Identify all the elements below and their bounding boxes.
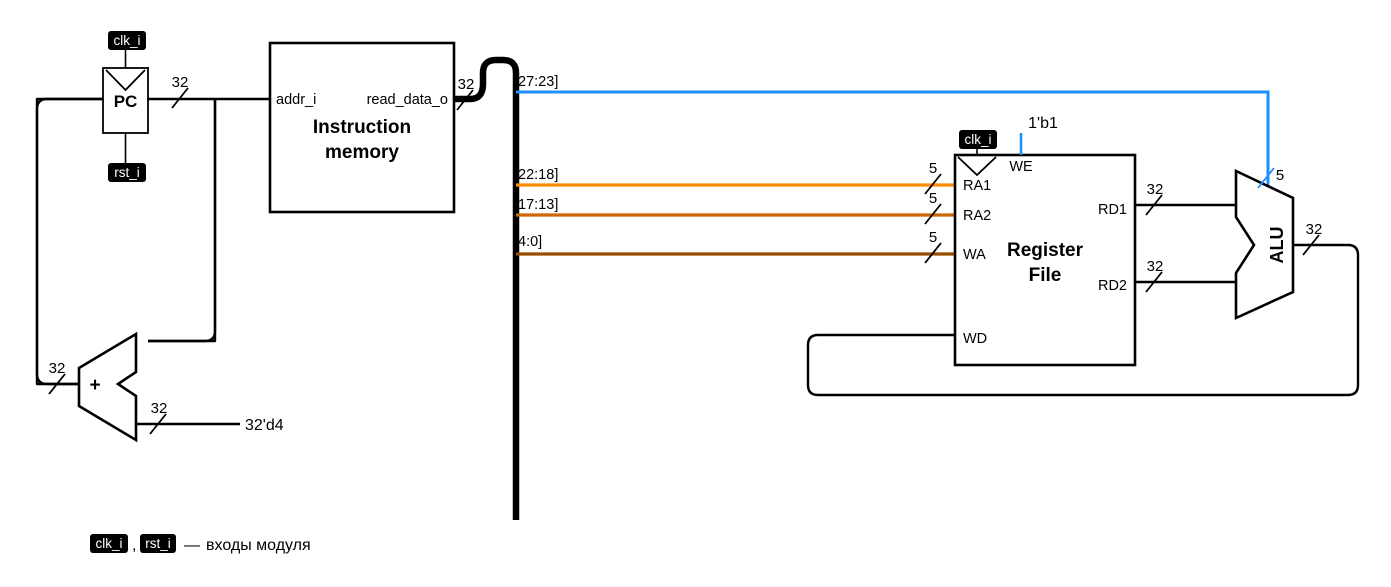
alu-ctrl-width-marker: 5 [1257,167,1284,189]
legend-rst-label: rst_i [145,536,171,551]
field-label-27-23: [27:23] [514,74,558,90]
field-bus-27-23: [27:23] [514,74,1270,198]
regfile-we-input: WE 1'b1 [1009,115,1058,175]
regfile-body [953,153,1137,367]
instruction-memory-block[interactable]: addr_i read_data_o Instruction memory [268,41,456,214]
regfile-we-value-label: 1'b1 [1028,115,1058,132]
register-file-block[interactable]: RA1 RA2 WA WD RD1 RD2 Register File [953,149,1137,367]
imem-out-width-label: 32 [458,76,475,93]
alu-output-feedback: 32 [806,221,1360,397]
legend-text: входы модуля [206,537,311,554]
pc-rst-signal-box: rst_i [108,163,146,182]
imem-addr-port-label: addr_i [276,92,316,108]
field-label-17-13: [17:13] [514,197,558,213]
corner-adder-pc [35,97,103,386]
field-bus-4-0: [4:0] [514,234,955,256]
legend-clk-box [90,534,128,553]
field-width-markers: 5 5 5 [924,160,942,264]
imem-body [268,41,456,214]
pc-register[interactable]: PC [102,50,149,163]
adder-block[interactable]: + [77,331,138,443]
ra2-width-label: 5 [929,190,937,207]
alu-ctrl-width-label: 5 [1276,167,1284,184]
imem-out-width-marker: 32 [456,76,475,111]
adder-body [77,331,138,443]
regfile-wd-label: WD [963,331,987,347]
field-label-4-0: [4:0] [514,234,542,250]
field-bus-17-13: [17:13] [514,197,955,217]
pc-body [102,67,149,134]
pc-out-width-marker: 32 [171,74,189,109]
alu-ctrl-slash-icon [1257,167,1275,189]
adder-out-slash-icon [48,373,66,395]
alu-label: ALU [1267,227,1287,264]
rd2-width-label: 32 [1147,258,1164,275]
adder-label: + [89,375,100,396]
regfile-clk-signal-box: clk_i [959,130,997,149]
regfile-clock-triangle-icon [957,156,997,177]
adder-out-width-marker: 32 [48,360,66,395]
pc-rst-label: rst_i [114,165,140,180]
alu-out-slash-icon [1302,234,1320,256]
legend: clk_i , rst_i — входы модуля [90,534,311,554]
pc-clk-signal-box: clk_i [108,31,146,50]
wire-alu-out-to-wd [806,243,1360,397]
pc-out-width-label: 32 [172,74,189,91]
wire-instruction-bus [454,56,520,520]
wa-width-label: 5 [929,229,937,246]
wire-pc-out-to-adder [148,99,217,343]
wire-field-27-23 [516,90,1270,198]
ra1-width-label: 5 [929,160,937,177]
imem-title-line2: memory [325,142,399,163]
legend-separator: , [132,537,136,554]
adder-in-slash-icon [149,413,167,435]
regfile-rd1-label: RD1 [1098,202,1127,218]
adder-constant-label: 32'd4 [245,417,284,434]
regfile-rd2-label: RD2 [1098,278,1127,294]
pc-rst-box [108,163,146,182]
regfile-wa-label: WA [963,247,986,263]
alu-block[interactable]: ALU [1234,168,1295,321]
regfile-ra1-label: RA1 [963,178,991,194]
pc-label: PC [114,92,138,111]
regfile-we-label: WE [1009,159,1033,175]
regfile-to-alu-wires: 32 32 [1135,181,1236,293]
imem-readdata-port-label: read_data_o [367,92,448,108]
ra1-slash-icon [924,173,942,195]
legend-dash: — [184,537,200,554]
alu-out-width-label: 32 [1306,221,1323,238]
adder-out-width-label: 32 [49,360,66,377]
wire-corner-rounding [35,97,217,386]
imem-out-slash-icon [456,89,474,111]
regfile-clk-box [959,130,997,149]
regfile-title-line1: Register [1007,240,1084,261]
pc-clk-box [108,31,146,50]
field-label-22-18: [22:18] [514,167,558,183]
field-bus-22-18: [22:18] [514,167,955,187]
corner-pc-adder [148,99,217,343]
rd1-slash-icon [1145,194,1163,216]
regfile-ra2-label: RA2 [963,208,991,224]
adder-in-width-label: 32 [151,400,168,417]
wa-slash-icon [924,242,942,264]
alu-body [1234,168,1295,321]
instruction-bus [454,56,520,520]
pc-clk-label: clk_i [113,33,140,48]
rd2-slash-icon [1145,271,1163,293]
legend-clk-label: clk_i [95,536,122,551]
regfile-title-line2: File [1029,265,1062,286]
regfile-clk-label: clk_i [964,132,991,147]
rd1-width-label: 32 [1147,181,1164,198]
imem-title-line1: Instruction [313,117,411,138]
wire-adder-out-to-pc [35,97,103,386]
pc-clock-triangle-icon [105,69,146,92]
pc-out-slash-icon [171,87,189,109]
ra2-slash-icon [924,203,942,225]
legend-rst-box [140,534,176,553]
adder-constant-input: 32 32'd4 [136,400,284,435]
